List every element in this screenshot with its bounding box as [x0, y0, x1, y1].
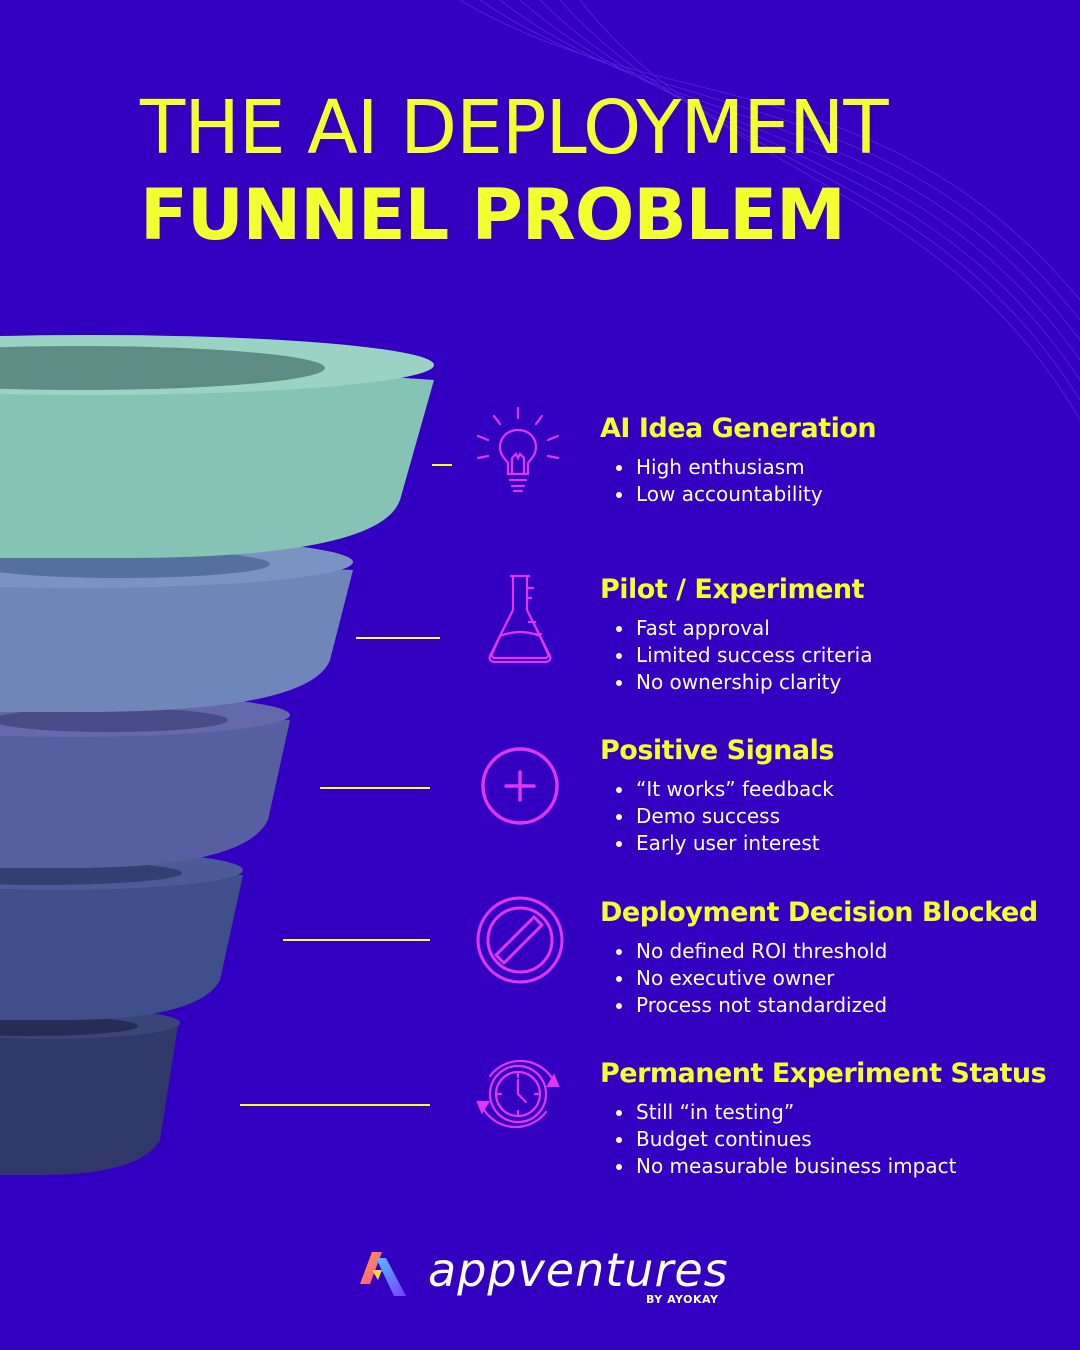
stage-title: AI Idea Generation: [600, 413, 877, 444]
title-line-2: FUNNEL PROBLEM: [140, 174, 846, 256]
flask-icon: [488, 574, 552, 664]
stage-bullets: Still “in testing” Budget continues No m…: [600, 1099, 1070, 1180]
stage-2: Pilot / Experiment Fast approval Limited…: [600, 573, 1070, 696]
stage-bullets: High enthusiasm Low accountability: [600, 454, 1070, 508]
title-line-1: THE AI DEPLOYMENT: [140, 85, 889, 171]
logo-wordmark: appventures: [428, 1243, 729, 1297]
bullet-item: Low accountability: [600, 481, 1070, 508]
bullet-item: No defined ROI threshold: [600, 938, 1070, 965]
stage-bullets: “It works” feedback Demo success Early u…: [600, 776, 1070, 857]
funnel-level-1: [0, 335, 434, 558]
stage-1: AI Idea Generation High enthusiasm Low a…: [600, 412, 1070, 508]
cycle-clock-icon: [476, 1059, 560, 1129]
stage-4: Deployment Decision Blocked No defined R…: [600, 896, 1070, 1019]
background-mesh: [460, 0, 1080, 420]
stage-title: Deployment Decision Blocked: [600, 897, 1038, 928]
lightbulb-icon: [476, 406, 560, 493]
bullet-item: Still “in testing”: [600, 1099, 1070, 1126]
bullet-item: High enthusiasm: [600, 454, 1070, 481]
stage-title: Permanent Experiment Status: [600, 1058, 1047, 1089]
funnel-level-5: [0, 1007, 180, 1175]
stage-bullets: No defined ROI threshold No executive ow…: [600, 938, 1070, 1019]
blocked-icon: [476, 896, 564, 984]
plus-circle-icon: [481, 747, 559, 825]
brand-logo: appventures BY AYOKAY: [356, 1240, 729, 1310]
logo-mark-icon: [360, 1252, 406, 1296]
bullet-item: No measurable business impact: [600, 1153, 1070, 1180]
bullet-item: Budget continues: [600, 1126, 1070, 1153]
bullet-item: No ownership clarity: [600, 669, 1070, 696]
funnel-level-2: [0, 536, 353, 712]
page-title: THE AI DEPLOYMENT FUNNEL PROBLEM: [140, 84, 1040, 258]
stage-bullets: Fast approval Limited success criteria N…: [600, 615, 1070, 696]
funnel-level-4: [0, 850, 243, 1020]
funnel-level-3: [0, 693, 290, 868]
bullet-item: Early user interest: [600, 830, 1070, 857]
bullet-item: No executive owner: [600, 965, 1070, 992]
bullet-item: Limited success criteria: [600, 642, 1070, 669]
stage-3: Positive Signals “It works” feedback Dem…: [600, 734, 1070, 857]
bullet-item: Process not standardized: [600, 992, 1070, 1019]
stage-title: Pilot / Experiment: [600, 574, 865, 605]
bullet-item: Fast approval: [600, 615, 1070, 642]
logo-tagline: BY AYOKAY: [646, 1293, 719, 1306]
stage-5: Permanent Experiment Status Still “in te…: [600, 1057, 1070, 1180]
stage-title: Positive Signals: [600, 735, 834, 766]
bullet-item: Demo success: [600, 803, 1070, 830]
bullet-item: “It works” feedback: [600, 776, 1070, 803]
funnel-graphic: [0, 335, 452, 1175]
